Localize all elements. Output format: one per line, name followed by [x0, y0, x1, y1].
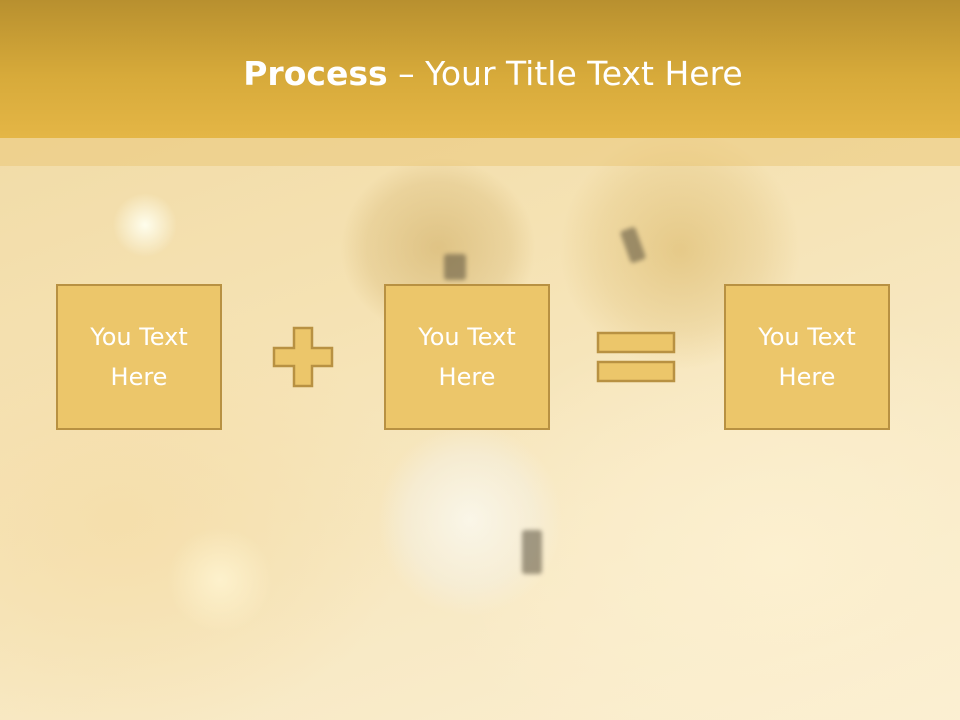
process-box-1: You Text Here: [56, 284, 222, 430]
process-box-text: You Text Here: [90, 323, 188, 391]
plus-icon: [272, 326, 334, 388]
process-box-text: You Text Here: [418, 323, 516, 391]
title-bar-strip: [0, 138, 960, 166]
title-bar: [0, 0, 960, 138]
background-stem: [444, 254, 466, 280]
process-box-3: You Text Here: [724, 284, 890, 430]
background-stem: [522, 530, 542, 574]
slide-title: Process – Your Title Text Here: [0, 52, 960, 96]
equals-icon: [596, 331, 676, 383]
title-bold-part: Process: [243, 54, 388, 93]
process-box-2: You Text Here: [384, 284, 550, 430]
title-rest-part: – Your Title Text Here: [387, 54, 743, 93]
process-box-text: You Text Here: [758, 323, 856, 391]
